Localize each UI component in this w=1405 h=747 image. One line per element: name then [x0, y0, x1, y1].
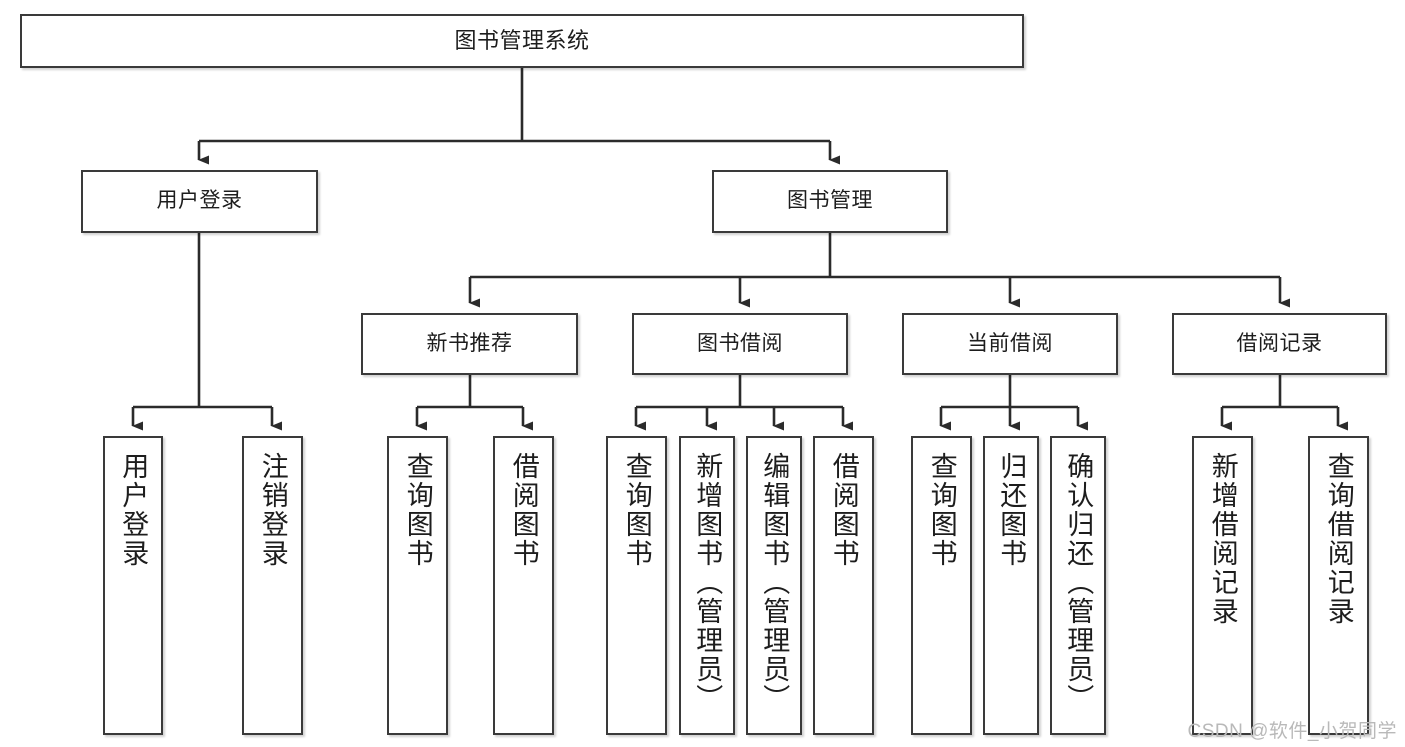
node-label: 图书管理	[787, 189, 873, 213]
leaf-book-borrow-add-book-admin[interactable]: 新增图书（管理员）	[679, 436, 735, 735]
node-book-borrow[interactable]: 图书借阅	[632, 313, 848, 375]
leaf-current-borrow-confirm-return-admin[interactable]: 确认归还（管理员）	[1050, 436, 1106, 735]
node-label: 新书推荐	[426, 331, 513, 355]
leaf-book-borrow-edit-book-admin[interactable]: 编辑图书（管理员）	[746, 436, 802, 735]
node-label: 图书管理系统	[454, 28, 590, 54]
node-label: 查询图书	[402, 452, 433, 568]
node-borrow-record[interactable]: 借阅记录	[1172, 313, 1387, 375]
node-label: 图书借阅	[697, 331, 783, 355]
leaf-user-login-login[interactable]: 用户登录	[103, 436, 163, 735]
node-label: 编辑图书（管理员）	[759, 452, 790, 713]
leaf-current-borrow-query-book[interactable]: 查询图书	[911, 436, 972, 735]
node-label: 用户登录	[156, 189, 243, 213]
node-label: 归还图书	[996, 452, 1027, 568]
node-label: 查询图书	[926, 452, 957, 568]
leaf-current-borrow-return-book[interactable]: 归还图书	[983, 436, 1039, 735]
node-label: 确认归还（管理员）	[1063, 452, 1094, 713]
node-new-book-recommend[interactable]: 新书推荐	[361, 313, 578, 375]
node-label: 新增图书（管理员）	[692, 452, 723, 713]
node-label: 借阅记录	[1236, 331, 1323, 355]
leaf-user-login-logout[interactable]: 注销登录	[242, 436, 303, 735]
node-label: 新增借阅记录	[1207, 452, 1238, 626]
leaf-book-borrow-borrow-book[interactable]: 借阅图书	[813, 436, 874, 735]
leaf-new-book-borrow-book[interactable]: 借阅图书	[493, 436, 554, 735]
node-label: 用户登录	[118, 452, 149, 568]
node-label: 当前借阅	[967, 331, 1053, 355]
leaf-borrow-record-query-record[interactable]: 查询借阅记录	[1308, 436, 1369, 735]
node-label: 注销登录	[257, 452, 288, 568]
node-root-book-management-system[interactable]: 图书管理系统	[20, 14, 1024, 68]
node-label: 查询图书	[621, 452, 652, 568]
node-book-management[interactable]: 图书管理	[712, 170, 948, 233]
node-label: 查询借阅记录	[1323, 452, 1354, 626]
leaf-new-book-query-book[interactable]: 查询图书	[387, 436, 448, 735]
leaf-borrow-record-add-record[interactable]: 新增借阅记录	[1192, 436, 1253, 735]
leaf-book-borrow-query-book[interactable]: 查询图书	[606, 436, 667, 735]
watermark-text: CSDN @软件_小贺同学	[1187, 721, 1397, 742]
node-user-login[interactable]: 用户登录	[81, 170, 318, 233]
node-label: 借阅图书	[508, 452, 539, 568]
node-current-borrow[interactable]: 当前借阅	[902, 313, 1118, 375]
node-label: 借阅图书	[828, 452, 859, 568]
